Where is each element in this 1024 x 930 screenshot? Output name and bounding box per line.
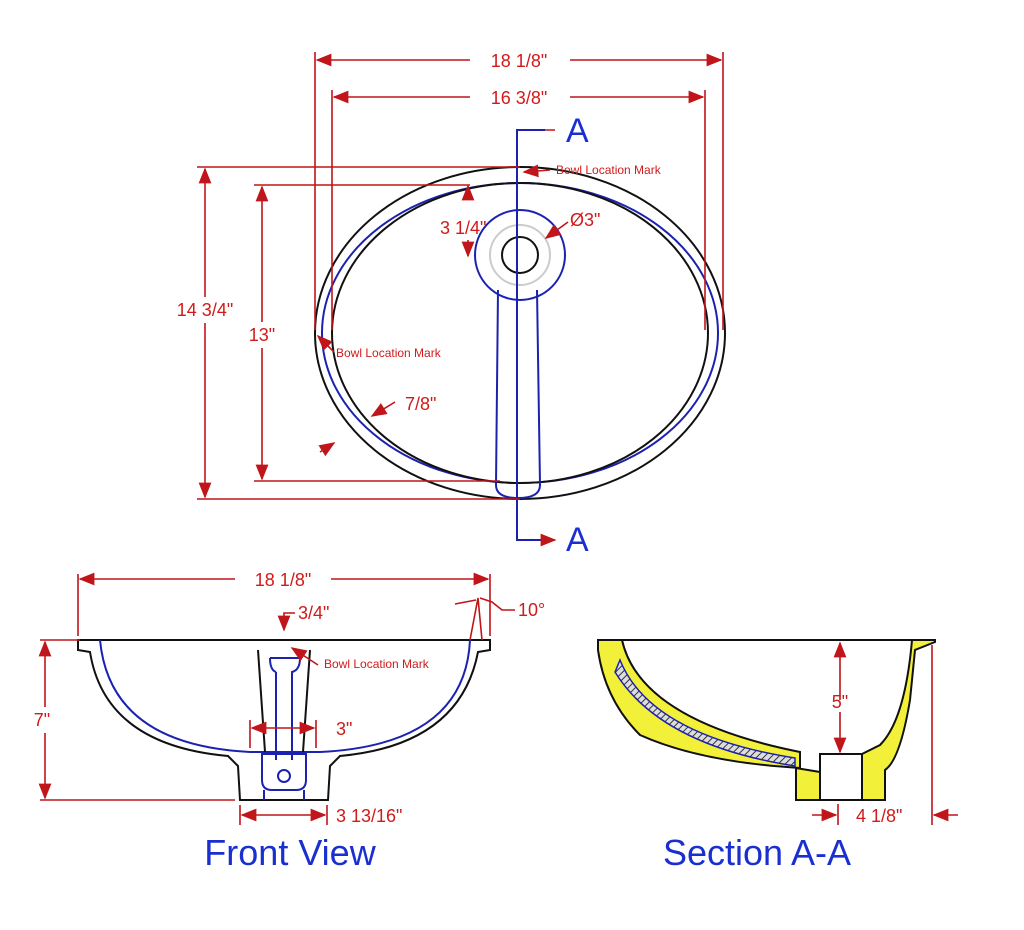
bowl-depth-dim: 13" — [249, 325, 275, 345]
top-view: A A 18 1/8" 16 3/8" 14 3/4" 13" 3 1/4" Ø… — [165, 48, 726, 559]
drain-width-dim: 3" — [336, 719, 352, 739]
overall-width-dim: 18 1/8" — [491, 51, 547, 71]
height-dim: 7" — [34, 710, 50, 730]
bowl-mark-left-label: Bowl Location Mark — [336, 346, 442, 360]
base-width-dim: 3 13/16" — [336, 806, 402, 826]
drain-offset-dim: 3 1/4" — [440, 218, 486, 238]
section-label-top: A — [566, 112, 589, 150]
front-width-dim: 18 1/8" — [255, 570, 311, 590]
drain-flange — [474, 209, 566, 301]
front-outline — [77, 639, 491, 801]
overall-depth-dim: 14 3/4" — [177, 300, 233, 320]
bowl-mark-top-label: Bowl Location Mark — [556, 163, 662, 177]
drain-diameter-dim: Ø3" — [570, 210, 600, 230]
front-bowl-line — [99, 639, 471, 753]
mark-offset-dim: 3/4" — [298, 603, 329, 623]
section-offset-dim: 4 1/8" — [856, 806, 902, 826]
angle-dim: 10° — [518, 600, 545, 620]
section-wall-right — [861, 639, 936, 801]
drain-ring — [489, 224, 551, 286]
front-bowl-mark-label: Bowl Location Mark — [324, 657, 430, 671]
section-depth-dim: 5" — [832, 692, 848, 712]
section-wall-left — [597, 639, 801, 770]
front-view-title: Front View — [204, 832, 376, 873]
bowl-location-line — [321, 182, 719, 484]
bowl-width-dim: 16 3/8" — [491, 88, 547, 108]
outer-rim — [314, 166, 726, 500]
section-line — [516, 129, 545, 541]
front-view: 18 1/8" 3/4" Bowl Location Mark 10° 7" 3… — [28, 567, 545, 873]
drain-hole — [501, 236, 539, 274]
section-label-bottom: A — [566, 521, 589, 559]
section-view-title: Section A-A — [663, 832, 851, 873]
section-view: 5" 4 1/8" Section A-A — [597, 639, 958, 873]
rim-width-dim: 7/8" — [405, 394, 436, 414]
section-drain — [819, 753, 863, 801]
bowl-edge — [331, 182, 709, 484]
